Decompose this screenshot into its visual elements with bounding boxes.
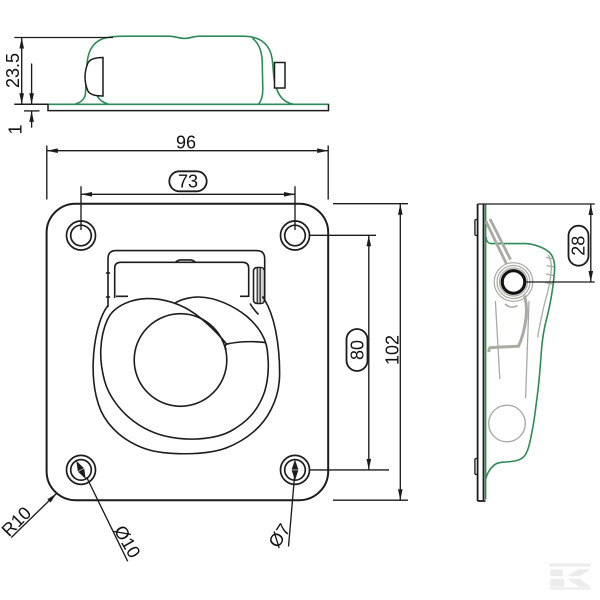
svg-text:96: 96 [176,132,196,152]
svg-text:102: 102 [383,335,403,365]
svg-text:1: 1 [6,124,26,134]
svg-text:Ø10: Ø10 [110,522,144,561]
svg-text:73: 73 [178,172,198,192]
svg-text:23.5: 23.5 [3,53,23,88]
svg-text:80: 80 [348,340,368,360]
svg-text:28: 28 [569,236,589,256]
svg-text:R10: R10 [0,503,35,540]
